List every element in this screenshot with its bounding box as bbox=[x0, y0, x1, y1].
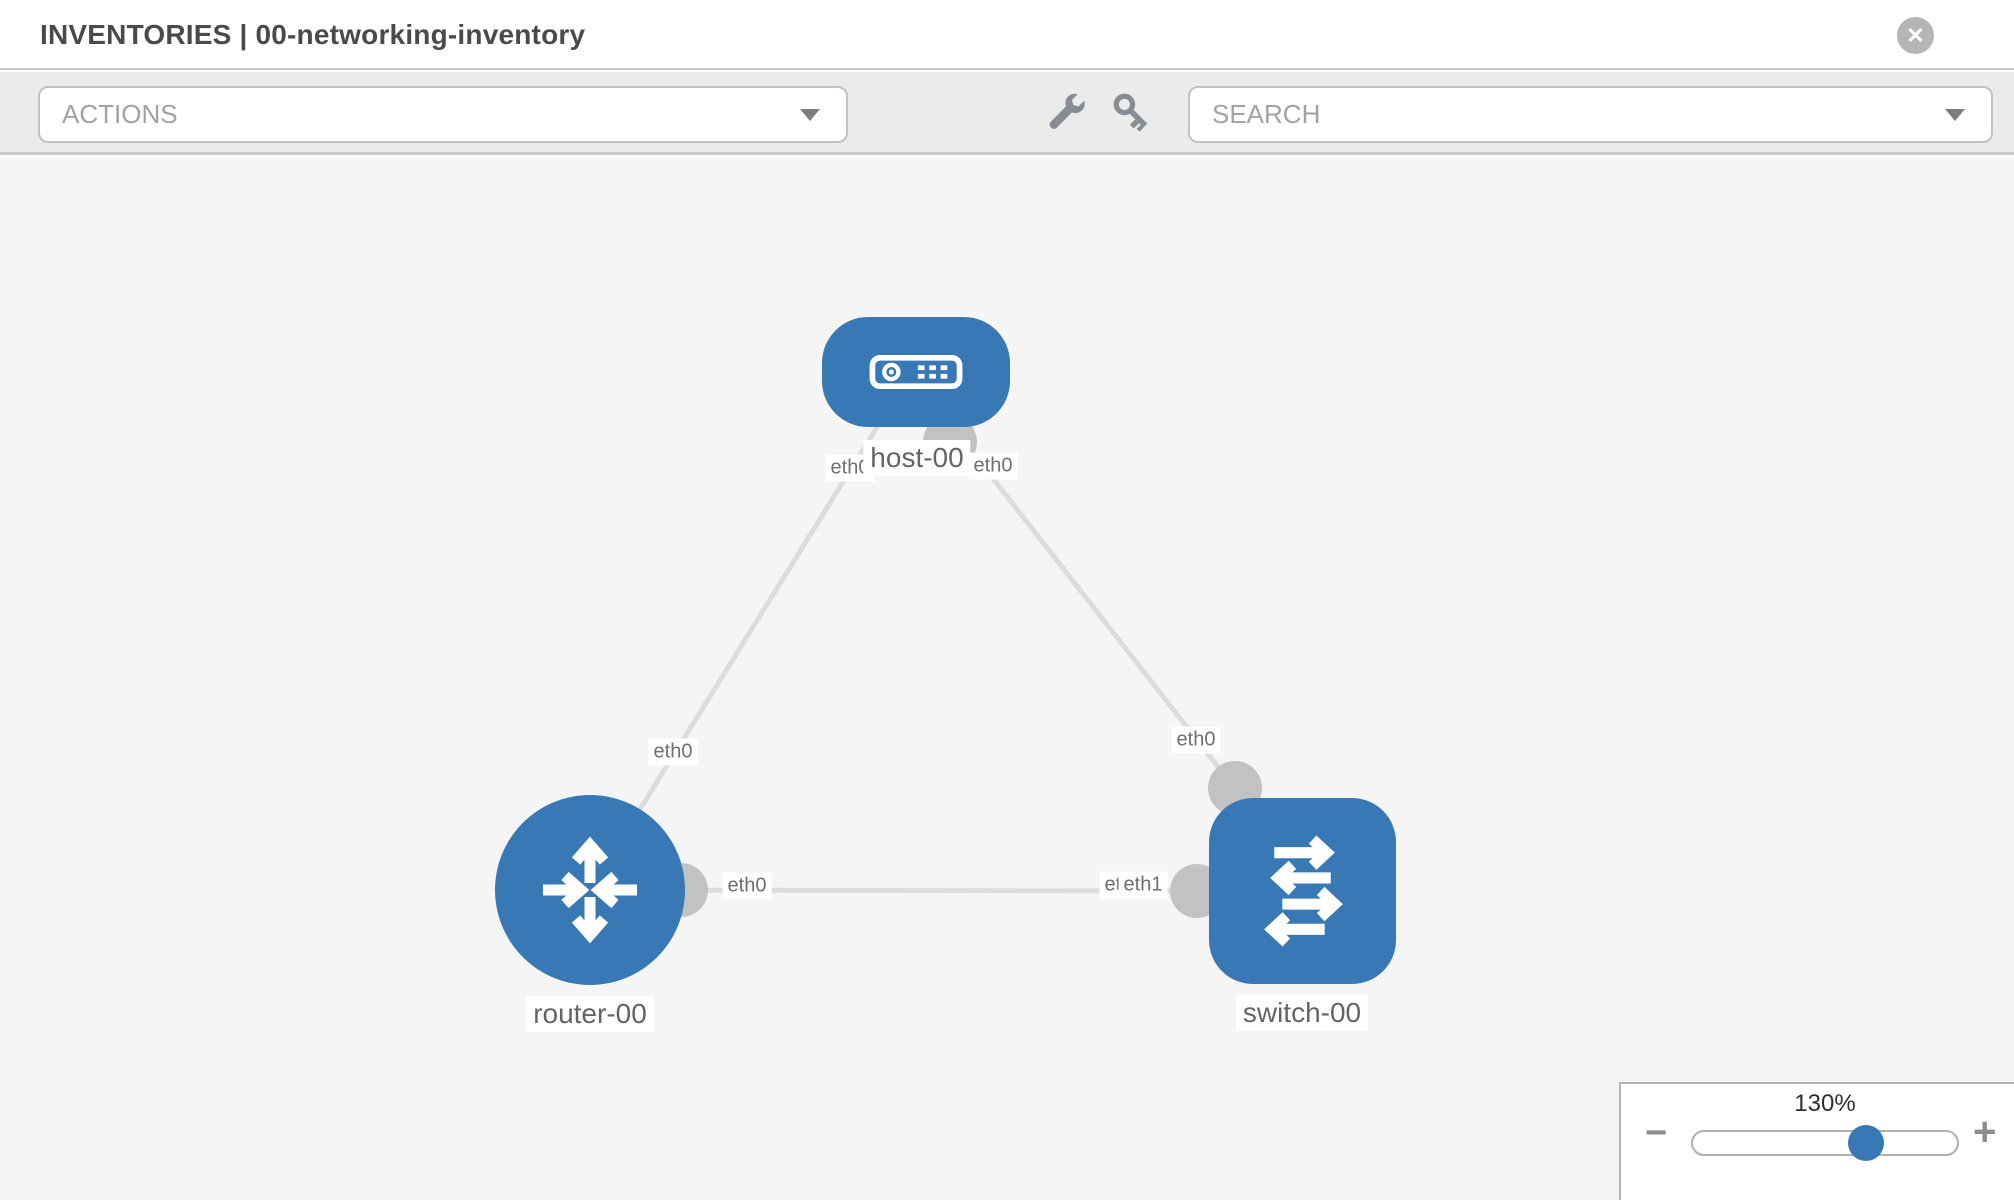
topology-links-layer bbox=[587, 415, 1262, 918]
topology-canvas[interactable]: eth0 eth0 eth0 eth0 eth0 eth0 eth1 host-… bbox=[0, 158, 2014, 1200]
zoom-slider-thumb[interactable] bbox=[1848, 1125, 1884, 1161]
zoom-in-button[interactable]: + bbox=[1973, 1110, 1997, 1154]
node-switch-00[interactable] bbox=[1209, 798, 1396, 984]
topology-toolbar: ACTIONS bbox=[0, 72, 2014, 155]
iface-label: eth0 bbox=[1171, 726, 1221, 754]
search-input[interactable] bbox=[1190, 88, 1991, 141]
close-icon[interactable]: ✕ bbox=[1897, 17, 1934, 54]
zoom-percent-value: 130% bbox=[1794, 1090, 1856, 1117]
actions-dropdown[interactable]: ACTIONS bbox=[38, 86, 848, 143]
wrench-icon[interactable] bbox=[1045, 91, 1091, 137]
node-router-00[interactable] bbox=[495, 795, 685, 985]
router-arrows-icon bbox=[543, 836, 637, 944]
switch-arrows-icon bbox=[1264, 835, 1343, 947]
node-label-host: host-00 bbox=[863, 440, 971, 476]
zoom-out-button[interactable]: − bbox=[1645, 1112, 1668, 1154]
panel-header: INVENTORIES | 00-networking-inventory ✕ bbox=[0, 0, 2014, 70]
key-icon[interactable] bbox=[1111, 91, 1157, 137]
host-device-icon bbox=[869, 354, 963, 390]
node-label-router: router-00 bbox=[526, 996, 654, 1032]
iface-label: eth0 bbox=[968, 452, 1018, 480]
search-dropdown[interactable] bbox=[1188, 86, 1993, 143]
iface-label: eth0 bbox=[722, 872, 772, 900]
caret-down-icon bbox=[1945, 109, 1965, 121]
iface-label: eth1 bbox=[1118, 871, 1168, 899]
iface-label: eth0 bbox=[648, 738, 698, 766]
node-label-switch: switch-00 bbox=[1235, 995, 1369, 1031]
node-host-00[interactable] bbox=[822, 317, 1010, 427]
zoom-slider-track[interactable] bbox=[1691, 1125, 1959, 1161]
caret-down-icon bbox=[800, 109, 820, 121]
actions-dropdown-label: ACTIONS bbox=[62, 99, 178, 129]
zoom-control-panel: 130% − + bbox=[1619, 1082, 2014, 1200]
page-title: INVENTORIES | 00-networking-inventory bbox=[40, 19, 586, 50]
